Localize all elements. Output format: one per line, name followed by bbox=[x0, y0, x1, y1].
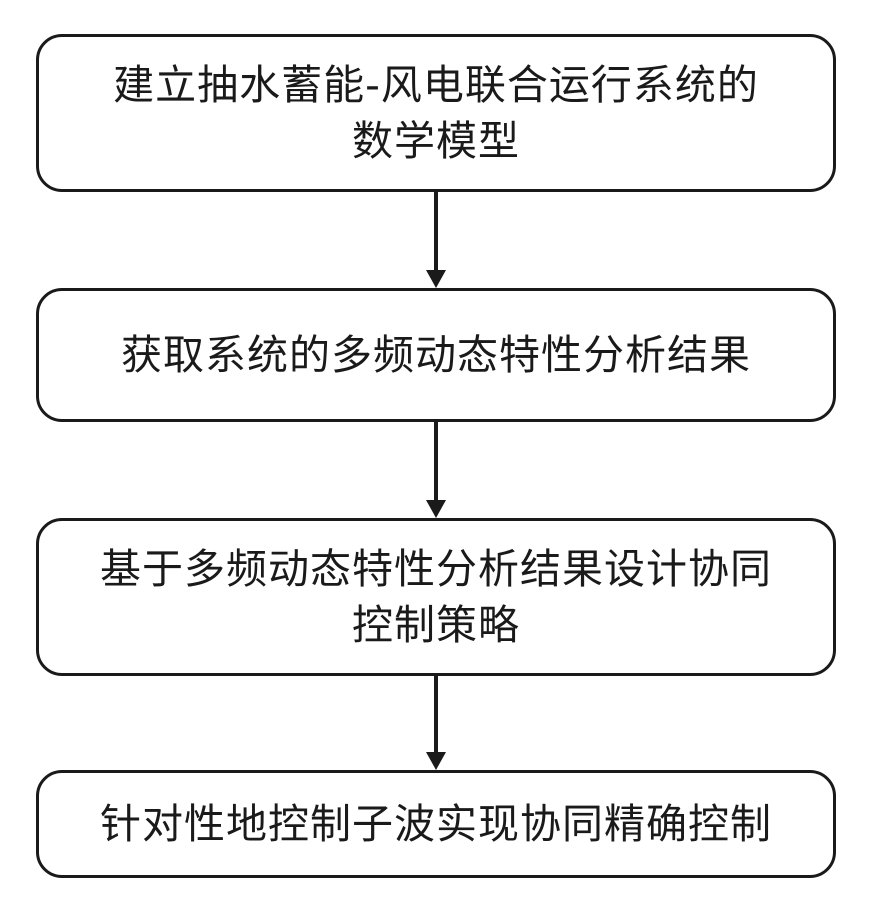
arrow-down-icon bbox=[426, 422, 446, 518]
step-line: 基于多频动态特性分析结果设计协同 bbox=[100, 541, 772, 597]
arrow-down-icon bbox=[426, 676, 446, 770]
step-text: 获取系统的多频动态特性分析结果 bbox=[121, 327, 751, 383]
step-box-design-strategy: 基于多频动态特性分析结果设计协同 控制策略 bbox=[36, 518, 836, 676]
step-box-build-model: 建立抽水蓄能-风电联合运行系统的 数学模型 bbox=[36, 34, 836, 192]
step-line: 数学模型 bbox=[113, 113, 759, 169]
step-line: 建立抽水蓄能-风电联合运行系统的 bbox=[113, 57, 759, 113]
arrow-down-icon bbox=[426, 192, 446, 288]
step-text: 建立抽水蓄能-风电联合运行系统的 数学模型 bbox=[113, 57, 759, 169]
arrow-head bbox=[426, 500, 446, 518]
arrow-head bbox=[426, 270, 446, 288]
arrow-shaft bbox=[434, 422, 438, 502]
step-box-precise-control: 针对性地控制子波实现协同精确控制 bbox=[36, 770, 836, 878]
arrow-head bbox=[426, 752, 446, 770]
step-line: 针对性地控制子波实现协同精确控制 bbox=[100, 796, 772, 852]
arrow-shaft bbox=[434, 192, 438, 272]
step-text: 针对性地控制子波实现协同精确控制 bbox=[100, 796, 772, 852]
step-line: 控制策略 bbox=[100, 597, 772, 653]
step-text: 基于多频动态特性分析结果设计协同 控制策略 bbox=[100, 541, 772, 653]
step-box-get-analysis: 获取系统的多频动态特性分析结果 bbox=[36, 288, 836, 422]
step-line: 获取系统的多频动态特性分析结果 bbox=[121, 327, 751, 383]
arrow-shaft bbox=[434, 676, 438, 754]
